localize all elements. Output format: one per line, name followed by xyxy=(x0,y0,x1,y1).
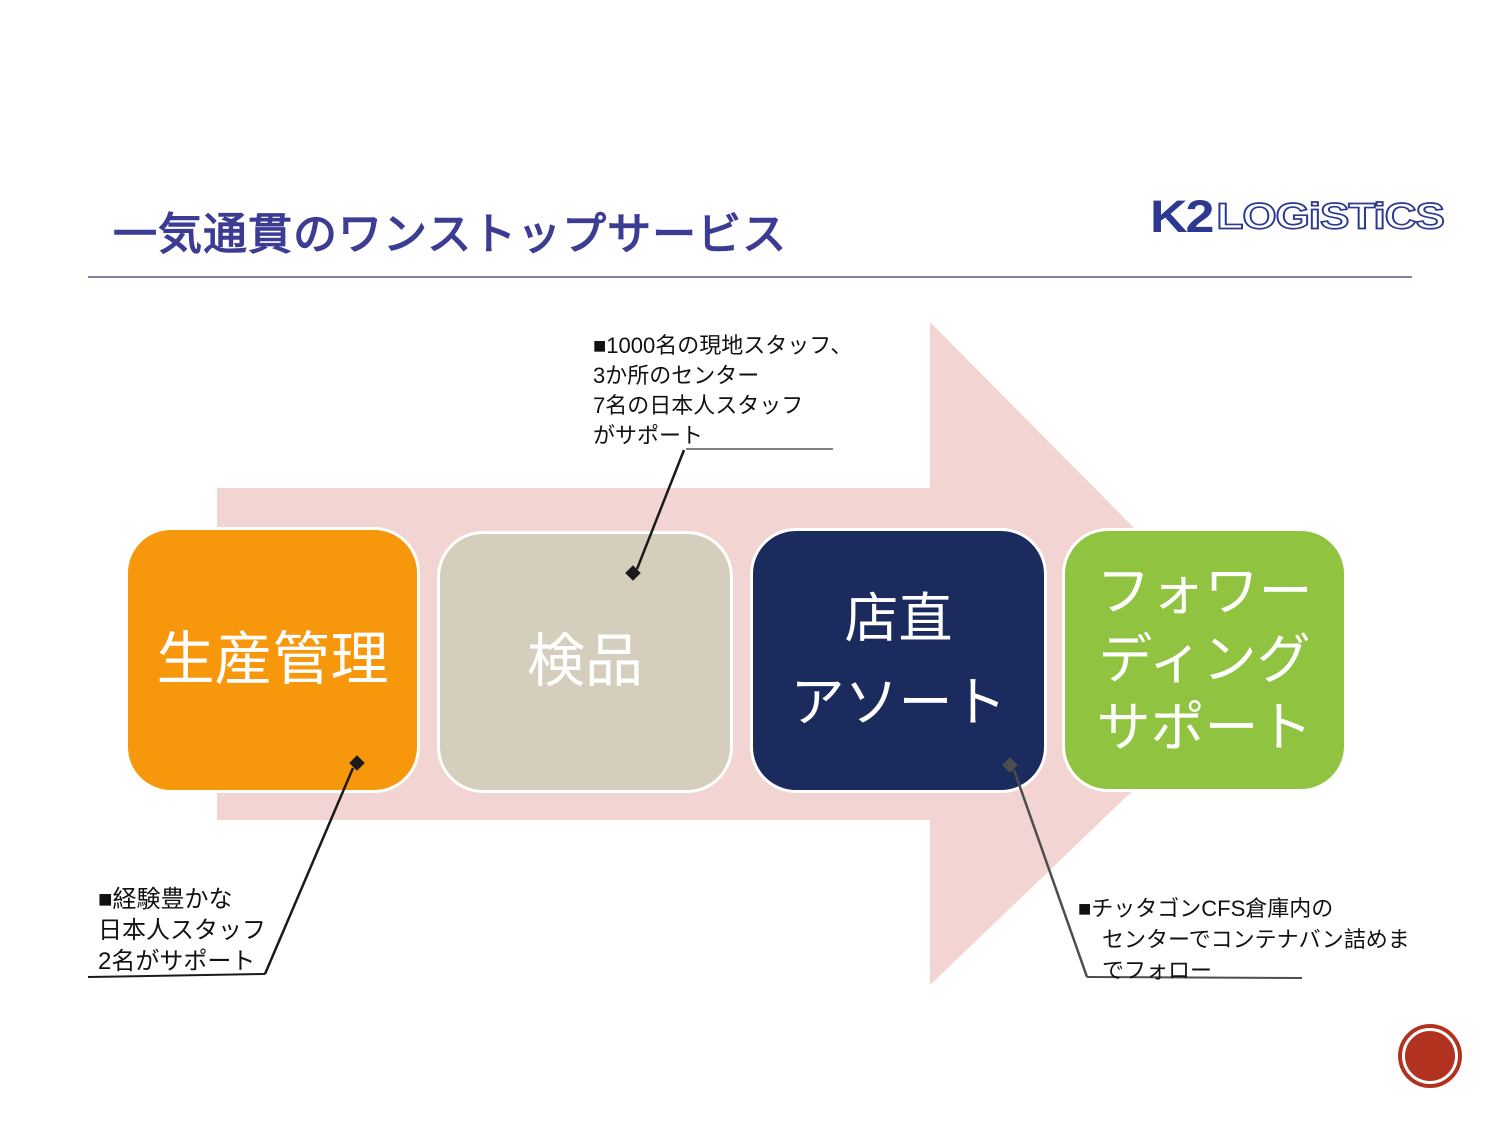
callout-inspection-staff: ■1000名の現地スタッフ、 3か所のセンター 7名の日本人スタッフ がサポート xyxy=(593,331,852,451)
process-box-label-line: フォワー xyxy=(1096,562,1313,622)
process-box-forwarding-support: フォワー ディング サポート xyxy=(1062,528,1347,792)
process-box-production-management: 生産管理 xyxy=(125,527,420,793)
slide-title: 一気通貫のワンストップサービス xyxy=(113,210,788,259)
process-box-label: 検品 xyxy=(526,629,643,694)
process-box-label: 生産管理 xyxy=(156,627,389,692)
logo-k2-mark: K2 xyxy=(1150,191,1215,243)
production-note-leader-line xyxy=(263,767,355,975)
process-box-label-line: アソート xyxy=(790,672,1007,733)
process-box-label-line: 店直 xyxy=(844,588,953,649)
callout-chittagong-cfs: ■チッタゴンCFS倉庫内の センターでコンテナバン詰めま でフォロー xyxy=(1078,893,1410,986)
title-divider xyxy=(88,276,1412,278)
callout-text-line: 日本人スタッフ xyxy=(98,917,266,944)
callout-text-line: ■チッタゴンCFS倉庫内の xyxy=(1078,896,1334,921)
callout-text-line: がサポート xyxy=(593,423,704,448)
logo-logistics-wordmark: LOGiSTiCS xyxy=(1215,196,1445,237)
process-box-label-line: サポート xyxy=(1096,698,1313,758)
assort-note-leader-line xyxy=(1012,769,1089,978)
callout-text-line: ■経験豊かな xyxy=(98,886,233,913)
callout-text-line: 2名がサポート xyxy=(98,948,256,975)
callout-text-line: ■1000名の現地スタッフ、 xyxy=(593,333,853,358)
process-box-store-direct-assort: 店直 アソート xyxy=(750,528,1047,793)
callout-production-staff: ■経験豊かな 日本人スタッフ 2名がサポート xyxy=(98,884,266,977)
k2-logistics-logo: K2 LOGiSTiCS xyxy=(1150,190,1446,244)
callout-text-line: 7名の日本人スタッフ xyxy=(593,393,804,418)
red-seal-stamp xyxy=(1398,1024,1462,1088)
process-box-label-line: ディング xyxy=(1098,630,1311,690)
callout-text-line: センターでコンテナバン詰めま xyxy=(1102,927,1410,952)
process-box-inspection: 検品 xyxy=(437,531,733,793)
callout-text-line: でフォロー xyxy=(1102,958,1213,983)
callout-text-line: 3か所のセンター xyxy=(593,363,760,388)
